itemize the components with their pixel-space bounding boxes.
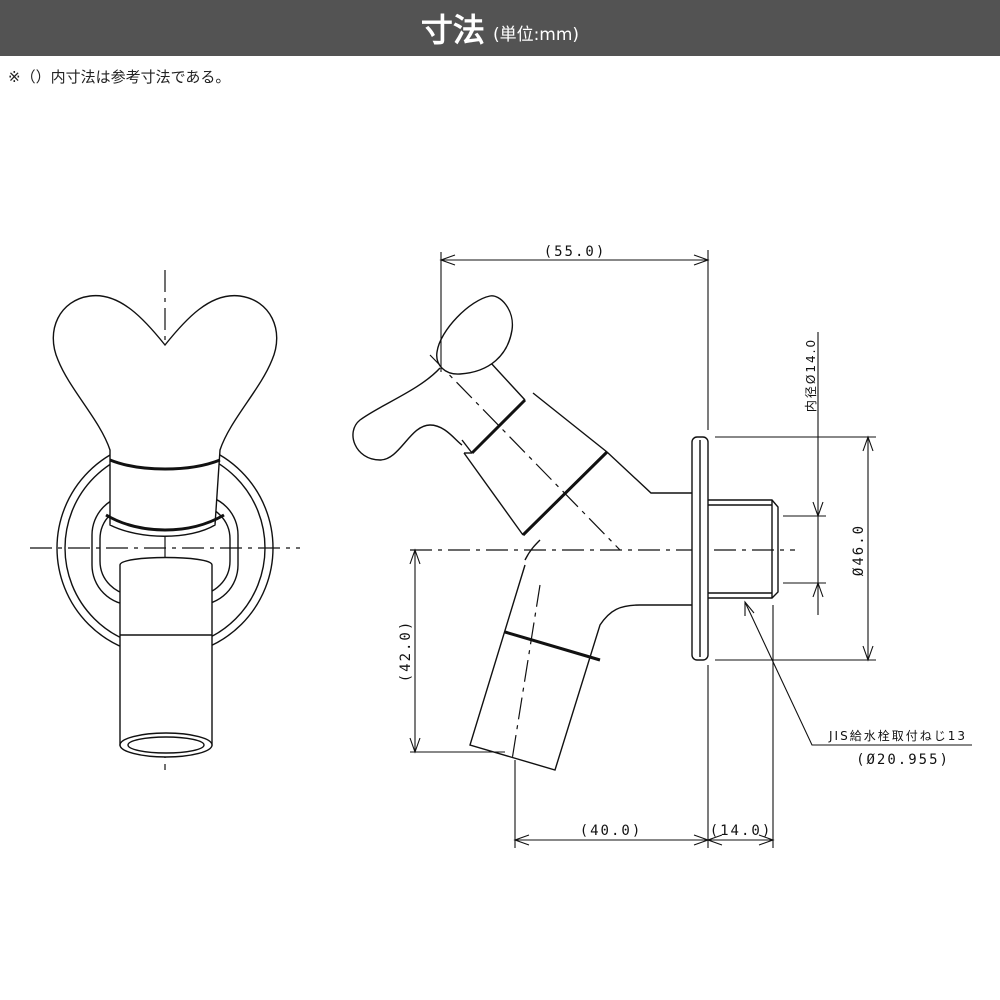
dim-spout-offset: (40.0) [580, 823, 643, 839]
thread-name-label: JIS給水栓取付ねじ13 [828, 728, 967, 743]
unit-label: (単位:mm) [492, 24, 580, 45]
dim-thread-length: (14.0) [710, 823, 773, 839]
thread-diameter-label: (Ø20.955) [856, 752, 950, 768]
page-title: 寸法 [420, 11, 485, 49]
dimension-lines [409, 250, 972, 848]
dimension-labels: (55.0) (42.0) (40.0) (14.0) Ø46.0 内径Ø14.… [398, 244, 967, 839]
dim-flange-diameter: Ø46.0 [851, 524, 867, 576]
dim-overall-width: (55.0) [544, 244, 607, 260]
dim-inner-diameter: 内径Ø14.0 [804, 338, 818, 412]
dim-height: (42.0) [398, 620, 414, 683]
header-bar: 寸法 (単位:mm) [0, 0, 1000, 56]
side-view [352, 295, 795, 771]
front-view [30, 270, 300, 770]
reference-note: ※（）内寸法は参考寸法である。 [8, 68, 231, 86]
